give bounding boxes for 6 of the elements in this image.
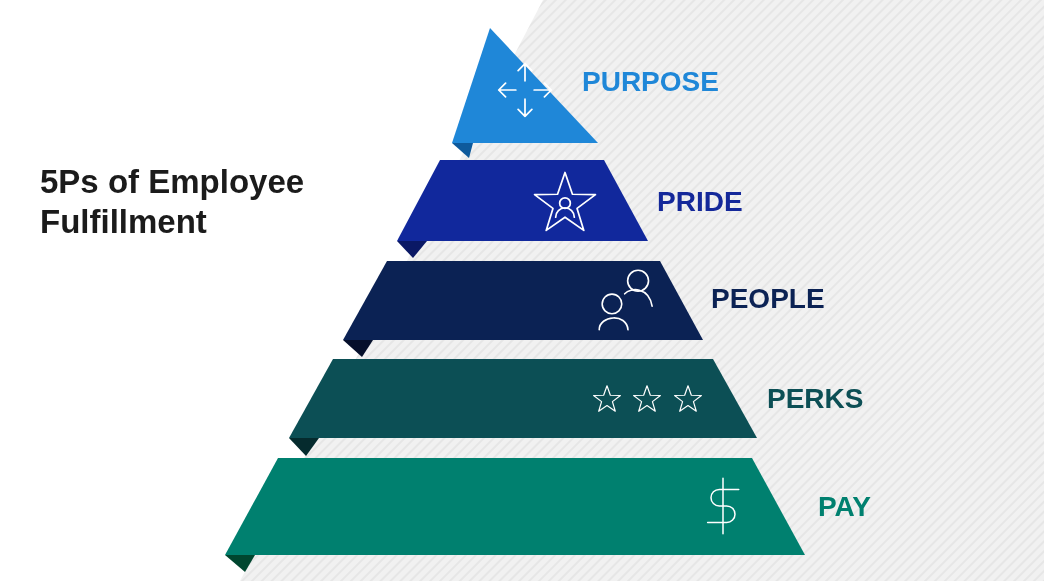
tier-label: PEOPLE (711, 283, 825, 315)
tier-label: PAY (818, 491, 871, 523)
tier-label: PERKS (767, 383, 864, 415)
title: 5Ps of Employee Fulfillment (40, 162, 306, 242)
tier-label: PURPOSE (582, 66, 719, 98)
tier-label: PRIDE (657, 186, 743, 218)
